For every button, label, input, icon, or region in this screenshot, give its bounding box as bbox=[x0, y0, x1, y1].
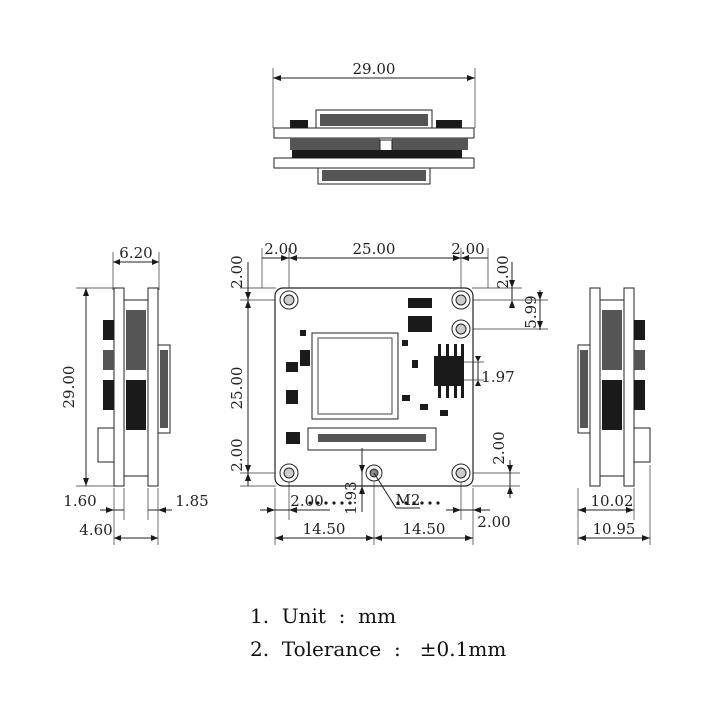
dim-front-hole-left: 2.00 bbox=[264, 240, 297, 258]
dim-left-height: 29.00 bbox=[60, 366, 78, 409]
front-view: 2.00 25.00 2.00 2.00 25.00 2.00 2.00 5.9… bbox=[228, 240, 548, 545]
notes: 1. Unit : mm 2. Tolerance : ±0.1mm bbox=[250, 604, 506, 661]
right-side-view: 10.02 10.95 bbox=[577, 287, 651, 545]
dim-right-a: 10.02 bbox=[591, 492, 634, 510]
dim-bottom-right-h: 2.00 bbox=[477, 513, 510, 531]
dim-front-top-v: 2.00 bbox=[494, 255, 512, 288]
dim-front-left-v-top: 2.00 bbox=[228, 255, 246, 288]
dim-front-left-v-bottom: 2.00 bbox=[228, 438, 246, 471]
dim-half-left: 14.50 bbox=[303, 520, 346, 538]
dim-left-total: 4.60 bbox=[79, 521, 112, 539]
dim-front-hole-right: 2.00 bbox=[451, 240, 484, 258]
dim-front-hole-span: 25.00 bbox=[353, 240, 396, 258]
note-unit: 1. Unit : mm bbox=[250, 604, 396, 628]
dim-bottom-left-h: 2.00 bbox=[290, 492, 323, 510]
note-tolerance: 2. Tolerance : ±0.1mm bbox=[250, 637, 506, 661]
dim-left-bottom-b: 1.85 bbox=[175, 492, 208, 510]
dim-bottom-small-v: 1.93 bbox=[342, 481, 360, 514]
dim-front-left-v-span: 25.00 bbox=[228, 367, 246, 410]
dim-left-bottom-a: 1.60 bbox=[63, 492, 96, 510]
dim-left-thickness: 6.20 bbox=[119, 244, 152, 262]
dim-top-width: 29.00 bbox=[353, 60, 396, 78]
dim-front-side-v: 5.99 bbox=[522, 295, 540, 328]
left-side-view: 6.20 29.00 1.60 1.85 4.60 bbox=[60, 244, 209, 545]
dim-chip: 1.97 bbox=[481, 368, 514, 386]
top-view: 29.00 bbox=[272, 60, 476, 185]
dim-half-right: 14.50 bbox=[403, 520, 446, 538]
dim-right-b: 10.95 bbox=[593, 520, 636, 538]
dim-front-right-v-bottom: 2.00 bbox=[490, 431, 508, 464]
hole-label: M2 bbox=[396, 491, 421, 509]
